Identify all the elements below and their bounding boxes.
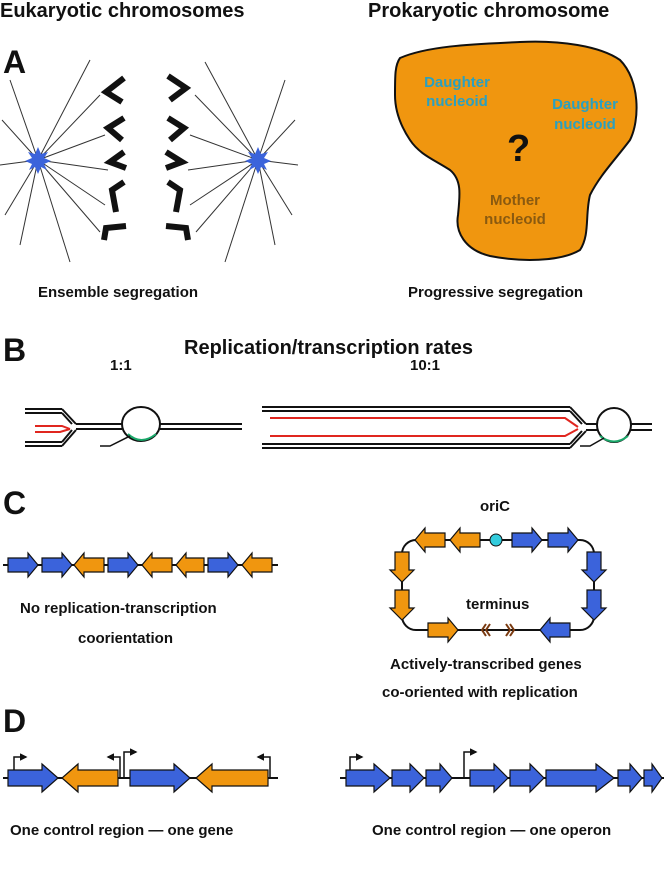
gene-arrow bbox=[414, 526, 446, 554]
gene-arrow bbox=[547, 526, 579, 554]
gene-arrow bbox=[129, 762, 191, 794]
replication-fork-10to1 bbox=[262, 406, 652, 449]
daughter-nucleoid-2-line1: Daughter bbox=[552, 96, 618, 113]
spindle-right bbox=[187, 61, 299, 263]
gene-arrow bbox=[195, 762, 269, 794]
chromatids-right bbox=[164, 73, 192, 241]
eukaryotic-title: Eukaryotic chromosomes bbox=[0, 0, 245, 22]
gene-arrow bbox=[580, 589, 608, 621]
gene-arrow bbox=[241, 551, 273, 579]
prokaryotic-title: Prokaryotic chromosome bbox=[368, 0, 610, 22]
daughter-nucleoid-1-line1: Daughter bbox=[424, 74, 490, 91]
question-mark: ? bbox=[507, 128, 531, 170]
mother-nucleoid-line1: Mother bbox=[490, 192, 540, 209]
one-operon-caption: One control region — one operon bbox=[372, 822, 612, 839]
gene-arrow bbox=[391, 762, 425, 794]
gene-arrow bbox=[107, 551, 139, 579]
no-coorientation-caption-line1: No replication-transcription bbox=[20, 600, 217, 617]
gene-arrow bbox=[469, 762, 509, 794]
replication-fork-1to1 bbox=[25, 406, 242, 447]
replication-transcription-title: Replication/transcription rates bbox=[184, 337, 473, 359]
gene-arrow bbox=[511, 526, 543, 554]
gene-arrow bbox=[141, 551, 173, 579]
gene-arrows-d-left bbox=[7, 762, 269, 794]
gene-arrow bbox=[41, 551, 73, 579]
gene-arrow bbox=[388, 589, 416, 621]
ratio-10to1: 10:1 bbox=[410, 357, 441, 374]
circular-chromosome bbox=[401, 539, 595, 631]
oric-dot bbox=[489, 533, 503, 547]
gene-arrow bbox=[539, 616, 571, 644]
gene-arrow bbox=[345, 762, 391, 794]
gene-arrow bbox=[388, 551, 416, 583]
terminus-label: terminus bbox=[466, 596, 530, 613]
daughter-nucleoid-1-line2: nucleoid bbox=[426, 93, 488, 110]
panel-label-d: D bbox=[3, 703, 27, 739]
gene-arrow bbox=[7, 551, 39, 579]
ratio-1to1: 1:1 bbox=[110, 357, 132, 374]
gene-arrow bbox=[61, 762, 119, 794]
gene-arrows-d-right bbox=[345, 762, 663, 794]
panel-label-b: B bbox=[3, 332, 27, 368]
linear-gene-arrows bbox=[7, 551, 273, 579]
gene-arrow bbox=[509, 762, 545, 794]
nucleoid-blob bbox=[393, 40, 638, 261]
gene-arrow bbox=[175, 551, 205, 579]
no-coorientation-caption-line2: coorientation bbox=[78, 630, 174, 647]
centrosome-left-icon bbox=[25, 147, 51, 174]
daughter-nucleoid-2-line2: nucleoid bbox=[554, 116, 616, 133]
gene-arrow bbox=[580, 551, 608, 583]
gene-arrow bbox=[449, 526, 481, 554]
gene-arrow bbox=[7, 762, 59, 794]
panel-label-c: C bbox=[3, 485, 27, 521]
ensemble-segregation-caption: Ensemble segregation bbox=[38, 284, 199, 301]
gene-arrow bbox=[207, 551, 239, 579]
chromatids-left bbox=[100, 75, 128, 241]
oric-label: oriC bbox=[480, 498, 510, 515]
gene-arrow bbox=[73, 551, 105, 579]
centrosome-right-icon bbox=[245, 147, 271, 174]
cooriented-caption-line1: Actively-transcribed genes bbox=[390, 656, 582, 673]
gene-arrow bbox=[617, 762, 643, 794]
progressive-segregation-caption: Progressive segregation bbox=[408, 284, 584, 301]
cooriented-caption-line2: co-oriented with replication bbox=[382, 684, 578, 701]
one-gene-caption: One control region — one gene bbox=[10, 822, 234, 839]
terminus-marks bbox=[480, 623, 516, 637]
gene-arrow bbox=[545, 762, 615, 794]
gene-arrow bbox=[427, 616, 459, 644]
panel-label-a: A bbox=[3, 44, 27, 80]
gene-arrow bbox=[643, 762, 663, 794]
gene-arrow bbox=[425, 762, 453, 794]
mother-nucleoid-line2: nucleoid bbox=[484, 211, 546, 228]
circular-gene-arrows bbox=[388, 526, 608, 644]
spindle-left bbox=[0, 59, 109, 263]
